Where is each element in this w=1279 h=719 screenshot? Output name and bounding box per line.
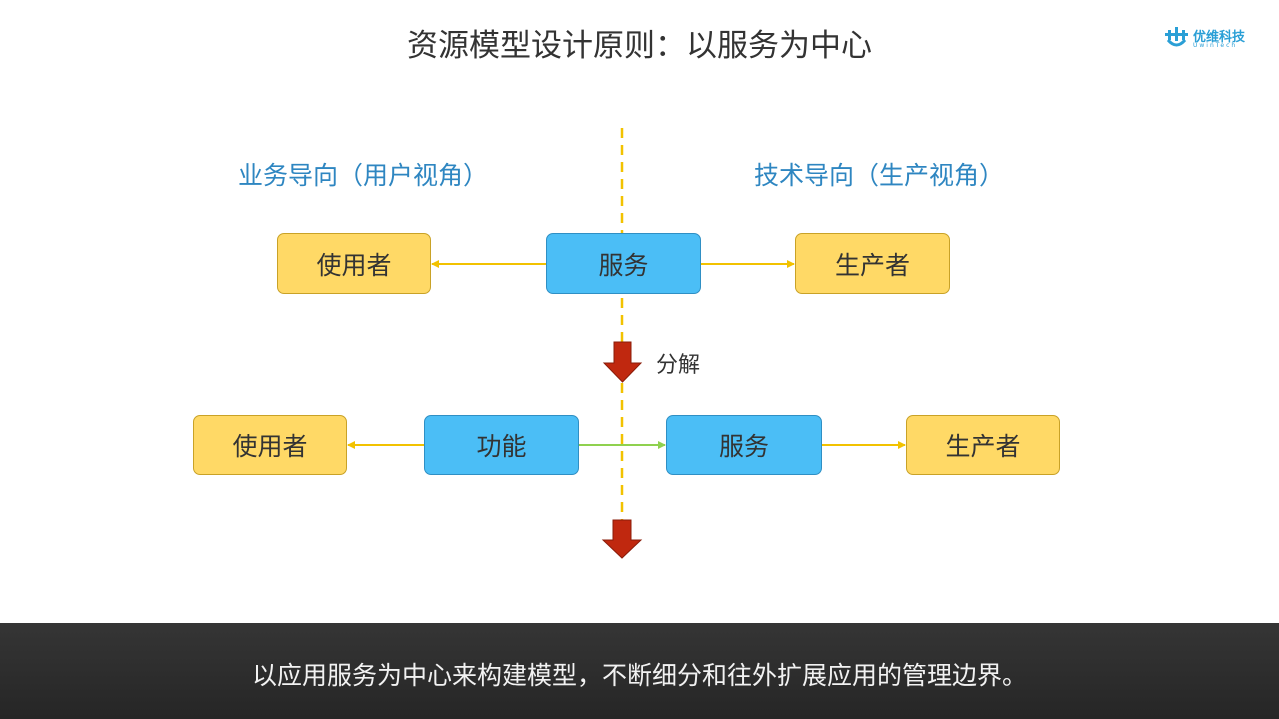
bottom-user-box: 使用者: [193, 415, 347, 475]
business-oriented-heading: 业务导向（用户视角）: [238, 161, 489, 190]
bottom-function-box: 功能: [424, 415, 579, 475]
top-user-label: 使用者: [316, 250, 392, 280]
bottom-user-label: 使用者: [232, 432, 308, 461]
bottom-producer-box: 生产者: [906, 415, 1060, 475]
company-logo: 优维科技 UwinTech: [1165, 24, 1265, 50]
bottom-service-box: 服务: [666, 415, 822, 475]
top-service-label: 服务: [598, 250, 649, 280]
bottom-service-label: 服务: [718, 432, 769, 461]
continue-down-arrow: [601, 519, 643, 559]
top-service-box: 服务: [546, 233, 701, 294]
footer-bar: 以应用服务为中心来构建模型，不断细分和往外扩展应用的管理边界。: [0, 623, 1279, 719]
bottom-function-label: 功能: [476, 432, 527, 461]
uwin-logo-icon: [1165, 27, 1188, 47]
technical-oriented-heading: 技术导向（生产视角）: [754, 161, 1005, 190]
bottom-producer-label: 生产者: [945, 432, 1021, 461]
logo-subtitle: UwinTech: [1193, 42, 1238, 49]
page-title: 资源模型设计原则：以服务为中心: [407, 28, 872, 64]
logo-name: 优维科技: [1193, 30, 1246, 45]
decompose-down-arrow: [602, 341, 643, 383]
footer-summary: 以应用服务为中心来构建模型，不断细分和往外扩展应用的管理边界。: [251, 661, 1027, 690]
top-user-box: 使用者: [277, 233, 431, 294]
decompose-label: 分解: [656, 353, 701, 378]
top-producer-box: 生产者: [795, 233, 950, 294]
top-producer-label: 生产者: [834, 250, 910, 280]
